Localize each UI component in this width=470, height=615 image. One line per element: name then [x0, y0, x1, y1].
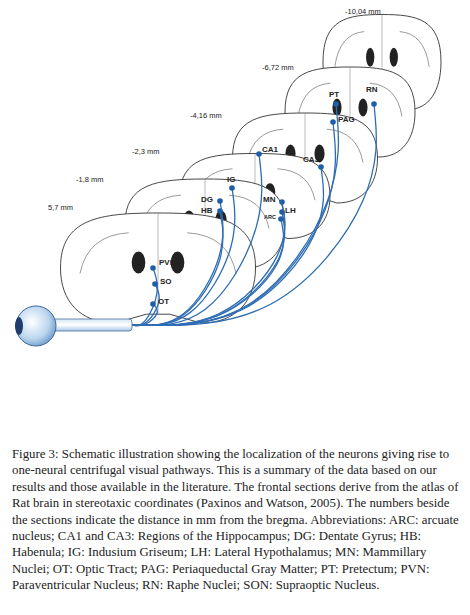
centrifugal-pathway: [132, 122, 335, 325]
neuron-dot: [333, 101, 339, 107]
distance-label: -1,8 mm: [76, 176, 104, 184]
neuron-dot: [229, 185, 235, 191]
centrifugal-pathway: [132, 212, 285, 325]
nucleus-label: SO: [160, 278, 172, 286]
nucleus-label: HB: [201, 207, 213, 215]
centrifugal-pathway: [132, 188, 235, 325]
neuron-dot: [279, 199, 285, 205]
neuron-dot: [150, 265, 156, 271]
neuron-dot: [150, 301, 156, 307]
centrifugal-pathway: [132, 201, 223, 325]
centrifugal-pathway: [132, 104, 376, 325]
nucleus-label: PVN: [159, 259, 175, 267]
centrifugal-pathway: [132, 219, 284, 325]
centrifugal-pathway: [132, 268, 157, 326]
pupil: [15, 317, 23, 335]
nucleus-label: LH: [285, 207, 296, 215]
neuron-dot: [279, 209, 285, 215]
white-matter-line: [400, 32, 430, 67]
nucleus-label: CA3: [303, 156, 319, 164]
white-matter-line: [298, 83, 331, 116]
neuron-dot: [152, 281, 158, 287]
centrifugal-pathway: [132, 154, 262, 325]
centrifugal-pathway: [132, 284, 159, 326]
centrifugal-pathway: [132, 304, 157, 326]
centrifugal-pathway: [132, 211, 223, 325]
nucleus-label: CA1: [262, 146, 278, 154]
neuron-dot: [318, 164, 324, 170]
optic-nerve: [50, 319, 132, 331]
eye: [15, 306, 132, 346]
nucleus-label: PT: [329, 91, 339, 99]
nucleus-label: RN: [366, 86, 378, 94]
centrifugal-pathway: [132, 202, 285, 325]
distance-label: 5,7 mm: [48, 204, 73, 212]
neuron-dot: [371, 101, 377, 107]
illustration: [0, 0, 470, 445]
ventricle: [390, 48, 398, 67]
distance-label: -4,16 mm: [190, 112, 222, 120]
centrifugal-pathway: [132, 104, 338, 325]
nucleus-label: OT: [158, 298, 169, 306]
neuron-dot: [330, 119, 336, 125]
nucleus-label: IG: [227, 176, 235, 184]
distance-label: -2,3 mm: [132, 148, 160, 156]
distance-label: -6,72 mm: [262, 64, 294, 72]
neuron-dot: [217, 198, 223, 204]
white-matter-line: [80, 233, 129, 274]
nucleus-label: MN: [263, 196, 275, 204]
ventricle: [132, 252, 146, 274]
nucleus-label: PAG: [338, 116, 355, 124]
ventricle: [366, 48, 374, 67]
white-matter-line: [327, 129, 363, 162]
distance-label: -10,04 mm: [345, 8, 381, 16]
ventricle: [358, 99, 367, 117]
nucleus-label: ARC: [264, 215, 276, 221]
figure-caption: Figure 3: Schematic illustration showing…: [12, 446, 460, 594]
white-matter-line: [335, 32, 365, 67]
neuron-dot: [256, 151, 262, 157]
white-matter-line: [278, 169, 316, 200]
neuron-dot: [278, 216, 284, 222]
centrifugal-pathway: [132, 167, 324, 325]
nucleus-label: DG: [201, 196, 213, 204]
neuron-dot: [217, 208, 223, 214]
eyeball: [16, 306, 56, 346]
